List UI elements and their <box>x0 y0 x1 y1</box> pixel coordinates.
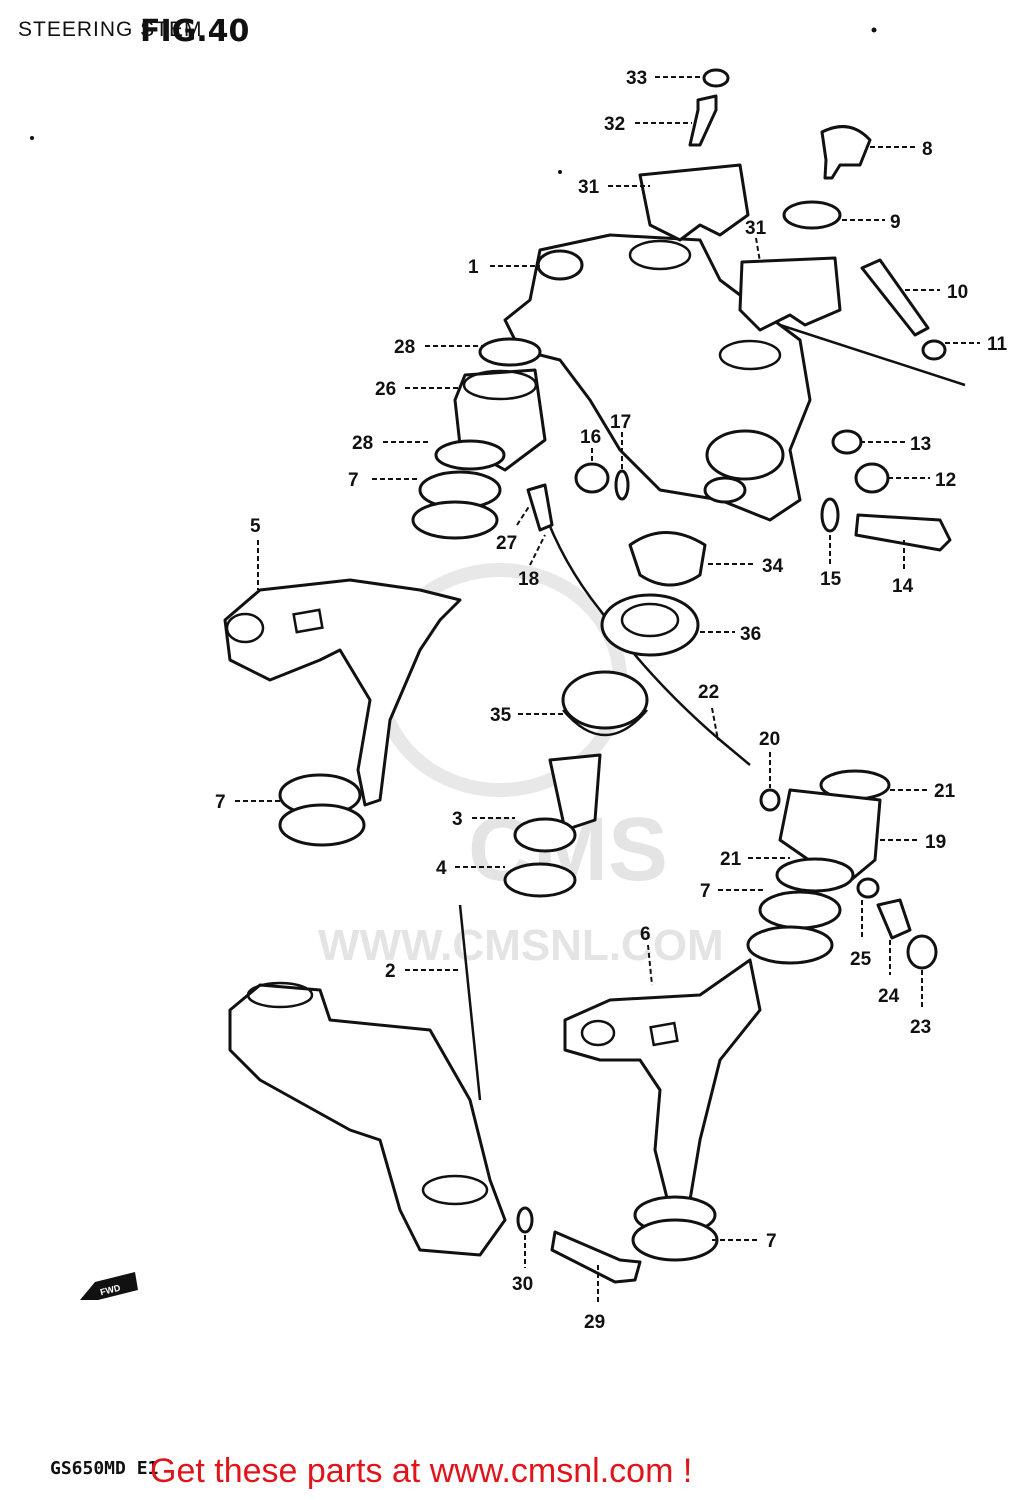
callout-label: 27 <box>496 533 517 554</box>
callout-label: 19 <box>925 832 946 853</box>
callout-label: 7 <box>348 470 359 491</box>
callout-label: 36 <box>740 624 761 645</box>
fork-clamp-part <box>411 337 547 540</box>
callout-label: 3 <box>452 809 463 830</box>
callout-label: 29 <box>584 1312 605 1333</box>
bolt-part <box>516 877 938 1284</box>
callout-label: 31 <box>745 218 767 239</box>
upper-bracket-part <box>503 233 812 522</box>
bolt-part <box>688 68 966 387</box>
callout-label: 35 <box>490 705 512 726</box>
callout-label: 9 <box>890 212 901 233</box>
callout-label: 7 <box>766 1231 777 1252</box>
callout-label: 1 <box>468 257 479 278</box>
callout-label: 25 <box>850 949 872 970</box>
callout-label: 26 <box>375 379 396 400</box>
bearing-part <box>561 531 707 737</box>
watermark-url: WWW.CMSNL.COM <box>318 921 724 970</box>
section-title: STEERING STEM <box>18 18 203 41</box>
callout-label: 20 <box>759 729 780 750</box>
steering-stem-part <box>228 753 602 1257</box>
callout-label: 7 <box>215 792 226 813</box>
callout-label: 33 <box>626 68 647 89</box>
callout-label: 28 <box>352 433 373 454</box>
promo-link[interactable]: Get these parts at www.cmsnl.com ! <box>150 1452 693 1490</box>
callout-label: 4 <box>436 858 447 879</box>
figure-label: FIG.40 <box>140 14 250 49</box>
callout-label: 21 <box>934 781 956 802</box>
model-code: GS650MD E1 <box>50 1458 159 1479</box>
fwd-label: FWD <box>99 1282 122 1297</box>
callout-label: 16 <box>580 427 601 448</box>
fwd-arrow-icon: FWD <box>80 1272 138 1300</box>
callout-label: 14 <box>892 576 914 597</box>
stray-mark <box>871 27 877 33</box>
callout-label: 6 <box>640 924 651 945</box>
callout-label: 8 <box>922 139 933 160</box>
callout-label: 22 <box>698 682 719 703</box>
callout-label: 5 <box>250 516 261 537</box>
callout-label: 15 <box>820 569 842 590</box>
callout-label: 10 <box>947 282 968 303</box>
callout-label: 13 <box>910 434 931 455</box>
callout-label: 21 <box>720 849 742 870</box>
callout-labels: 33 32 8 31 9 31 1 10 11 28 26 13 16 17 1… <box>215 68 1008 1333</box>
callout-label: 18 <box>518 569 539 590</box>
handlebar-clamp-part <box>738 256 842 332</box>
callout-label: 30 <box>512 1274 533 1295</box>
callout-label: 31 <box>578 177 600 198</box>
small-hardware-part <box>574 429 952 552</box>
callout-label: 11 <box>987 334 1008 355</box>
callout-label: 12 <box>935 470 956 491</box>
callout-label: 17 <box>610 412 631 433</box>
headlight-bracket-part <box>563 958 762 1262</box>
callout-label: 24 <box>878 986 900 1007</box>
callout-label: 7 <box>700 881 711 902</box>
callout-label: 34 <box>762 556 784 577</box>
headlight-bracket-part <box>223 578 462 847</box>
callout-label: 32 <box>604 114 625 135</box>
stray-mark <box>30 136 34 140</box>
callout-label: 23 <box>910 1017 931 1038</box>
fork-clamp-part <box>746 769 891 965</box>
handlebar-clamp-part <box>638 163 750 242</box>
callout-label: 2 <box>385 961 396 982</box>
stray-mark <box>558 170 562 174</box>
callout-label: 28 <box>394 337 415 358</box>
